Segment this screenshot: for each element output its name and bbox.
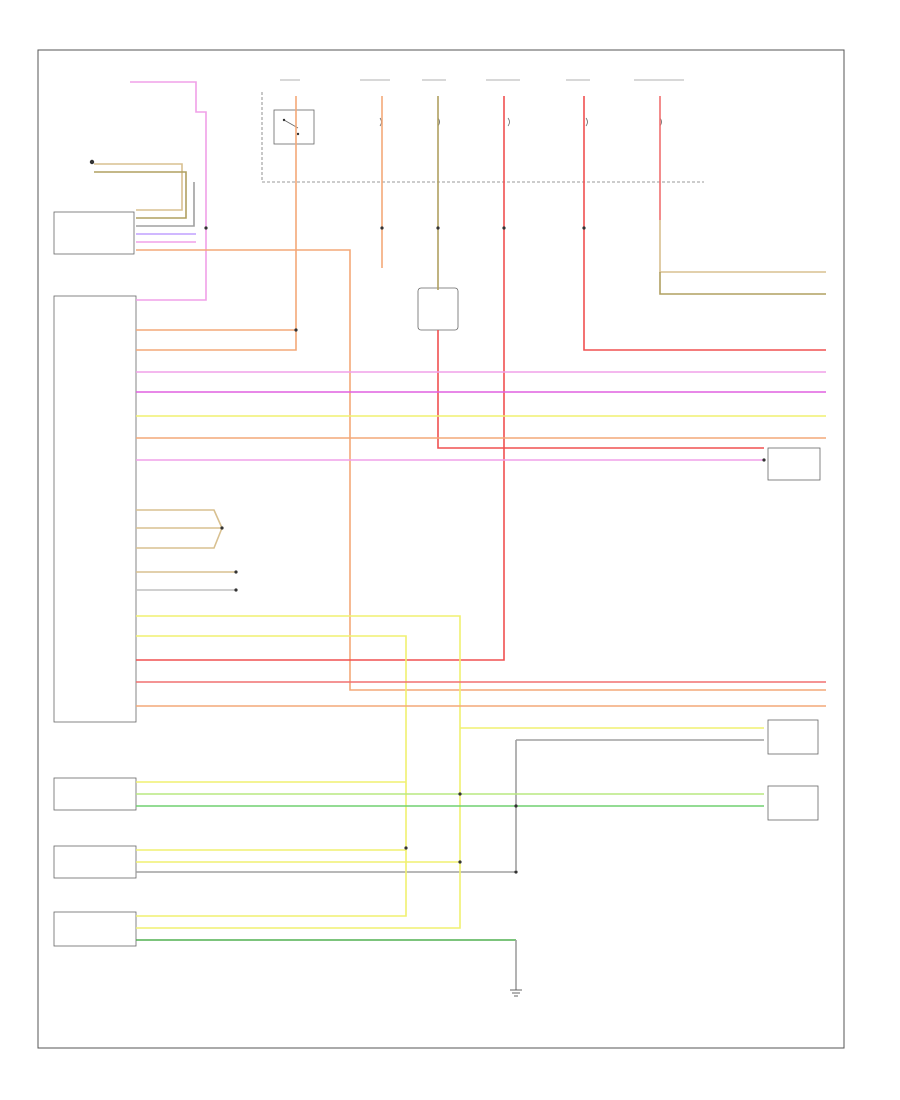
- wire-red-fuse3: [437, 330, 764, 449]
- wire-gray-1: [136, 182, 195, 227]
- relay-module: [417, 287, 459, 331]
- wire-yellow-lamp-1: [136, 615, 461, 862]
- wire-tan-1: [94, 163, 183, 211]
- wire-orange-long: [136, 249, 826, 691]
- wire-olive-fuse6b: [659, 272, 826, 295]
- diagram-frame: [37, 49, 845, 1049]
- relay-icon: [273, 109, 315, 145]
- wires: [94, 81, 826, 990]
- wire-orange-fuse1: [136, 96, 297, 351]
- fuse-icon: [379, 117, 662, 127]
- wire-red-fuse4: [136, 96, 505, 661]
- wire-tan-gnd-3: [136, 527, 223, 549]
- wire-tan-2: [94, 171, 187, 219]
- instrument-cluster: [53, 295, 137, 723]
- splice-dot-icon: [204, 226, 766, 874]
- module-top-left: [53, 211, 135, 255]
- rear-left-lamp: [53, 911, 137, 947]
- wire-pink-top: [130, 81, 207, 301]
- dimmer-switch: [767, 447, 821, 481]
- fuse-box-outline: [261, 92, 704, 183]
- wire-yellow-rl-2: [136, 862, 461, 929]
- wire-red-fuse5: [583, 96, 826, 351]
- wire-yellow-lamp-2: [136, 635, 407, 848]
- wire-yellow-rl-1: [136, 848, 407, 917]
- front-lamp-right: [53, 777, 137, 811]
- ground-icon: [510, 989, 522, 997]
- wire-olive-fuse6a: [659, 220, 826, 273]
- rear-right-lamp: [53, 845, 137, 879]
- headlamp-icon: [89, 159, 95, 165]
- right-lamp-side: [767, 785, 819, 821]
- right-tail-lamp: [767, 719, 819, 755]
- wire-tan-gnd-1: [136, 509, 223, 529]
